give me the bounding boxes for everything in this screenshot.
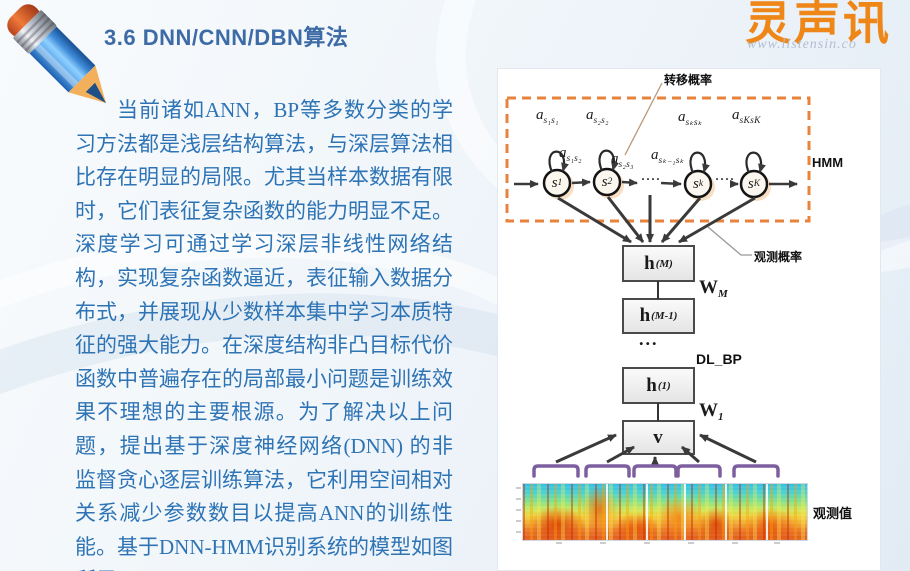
company-url: www.listensin.co: [747, 37, 857, 52]
chain-ellipsis: ····: [715, 172, 736, 186]
spectrogram-image: [522, 483, 808, 541]
dnn-hmm-figure: 转移概率 HMM 观测概率 DL_BP 观测值 ... ···· ···· as…: [497, 68, 881, 571]
hidden-layers-ellipsis: ...: [639, 329, 659, 349]
observation-probability-label: 观测概率: [754, 250, 803, 264]
layer-hM-label: h(M): [644, 252, 673, 274]
transition-callout-line: [624, 82, 663, 156]
transition-label: asₖ₋₁sₖ: [651, 147, 685, 166]
observed-values-label: 观测值: [813, 506, 853, 521]
self-transition-label: asKsK: [732, 107, 761, 126]
transition-label: as₁s₂: [559, 145, 582, 164]
company-logo: 灵声讯: [745, 0, 892, 49]
self-transition-label: asₖsₖ: [678, 109, 703, 128]
chain-ellipsis: ····: [641, 172, 662, 186]
transition-probability-label: 转移概率: [664, 73, 713, 87]
weight-W1-label: W1: [699, 400, 724, 423]
layer-hM1-label: h(M-1): [639, 305, 678, 326]
frame-braces: [532, 464, 780, 478]
weight-WM-label: WM: [699, 277, 728, 300]
body-paragraph: 当前诸如ANN，BP等多数分类的学习方法都是浅层结构算法，与深层算法相比存在明显…: [75, 98, 453, 571]
observation-callout-line: [707, 226, 752, 256]
self-transition-label: as₁s₁: [536, 107, 559, 126]
layer-v-label: v: [653, 426, 663, 448]
hmm-label: HMM: [812, 155, 844, 170]
slide-title: 3.6 DNN/CNN/DBN算法: [104, 25, 349, 50]
transition-label: as₂s₃: [611, 151, 634, 170]
observation-arrows: [557, 195, 756, 244]
layer-h1-label: h(1): [646, 374, 671, 396]
dl-bp-label: DL_BP: [696, 351, 742, 367]
self-transition-label: as₂s₂: [586, 107, 609, 126]
pencil-icon: [7, 4, 106, 103]
